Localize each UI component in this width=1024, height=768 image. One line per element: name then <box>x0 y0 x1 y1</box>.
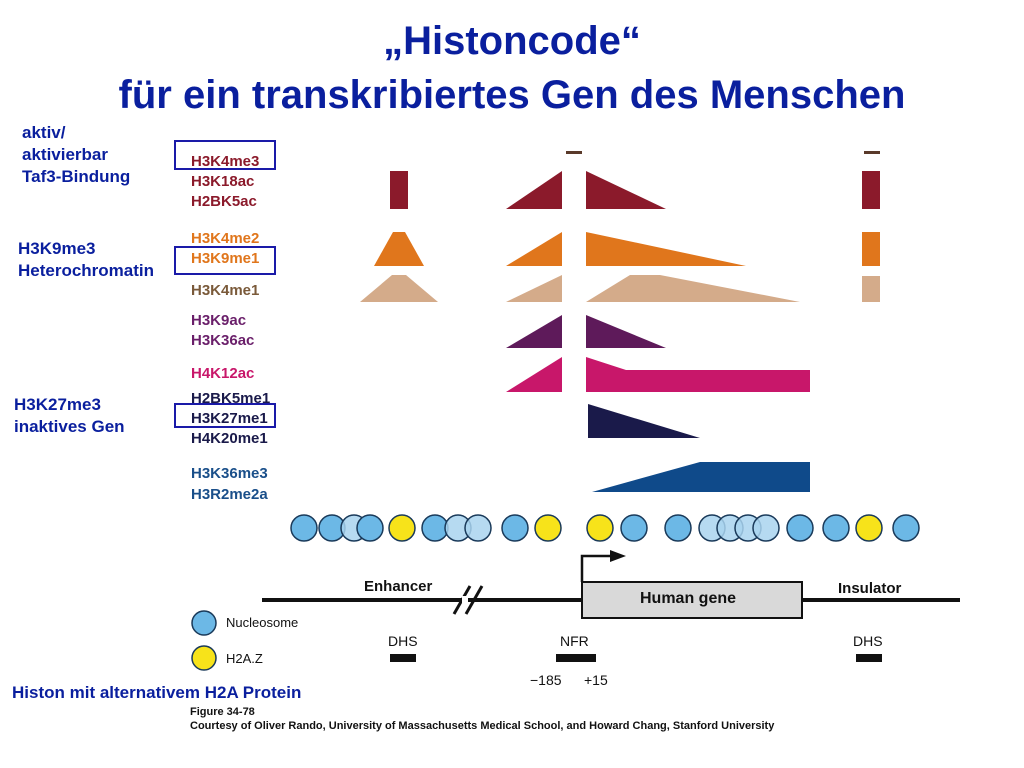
human-gene-box <box>581 581 803 619</box>
profile-h3k4me1-insulator <box>862 276 880 302</box>
dna-break-mark-2 <box>464 585 484 615</box>
histone-mark-label: H4K12ac <box>191 365 255 382</box>
nucleosome-circle <box>501 514 529 542</box>
nucleosome-circle <box>664 514 692 542</box>
dhs-right-label: DHS <box>853 633 883 649</box>
profile-h3k4me2-upstream <box>506 232 562 266</box>
nucleosome-circle <box>822 514 850 542</box>
profile-h3k4me3-insulator <box>862 171 880 209</box>
legend-h2az-icon <box>191 645 217 671</box>
position-plus-label: +15 <box>584 672 608 688</box>
enhancer-label: Enhancer <box>364 578 433 595</box>
nucleosome-circle <box>752 514 780 542</box>
histone-mark-label: H3K9ac <box>191 312 247 329</box>
nucleosome-circle <box>356 514 384 542</box>
profile-h3k4me1-downstream <box>586 275 800 302</box>
histone-mark-label: H3K4me1 <box>191 282 260 299</box>
profile-h4k12ac-downstream <box>586 357 810 392</box>
profile-h3k4me1-enhancer <box>360 275 438 302</box>
profile-h3k27me1-downstream <box>588 404 700 438</box>
dhs-left-label: DHS <box>388 633 418 649</box>
insulator-label: Insulator <box>838 580 902 597</box>
histone-mark-label: H2BK5me1 <box>191 390 271 407</box>
histone-mark-label: H3K9me1 <box>191 250 260 267</box>
anno-active-3: Taf3-Bindung <box>22 167 131 186</box>
h2az-circle <box>586 514 614 542</box>
profile-h3k9ac-downstream <box>586 315 666 348</box>
anno-h2a: Histon mit alternativem H2A Protein <box>12 683 302 702</box>
nucleosome-row <box>290 514 920 542</box>
anno-h3k27-1: H3K27me3 <box>14 395 101 414</box>
anno-h3k9-1: H3K9me3 <box>18 239 96 258</box>
courtesy-credit: Courtesy of Oliver Rando, University of … <box>190 720 775 732</box>
profile-h3k4me2-enhancer <box>374 232 424 266</box>
dhs-left-bar <box>390 654 416 662</box>
tss-arrow <box>580 554 612 582</box>
profile-h3k4me2-insulator <box>862 232 880 266</box>
histone-mark-label: H3K4me3 <box>191 153 260 170</box>
tick-dash-tss <box>566 151 582 154</box>
highlight-box-h3k4me3 <box>174 140 276 170</box>
profile-h4k12ac-upstream <box>506 357 562 392</box>
nucleosome-circle <box>421 514 449 542</box>
h2az-circle <box>388 514 416 542</box>
anno-active-2: aktivierbar <box>22 145 108 164</box>
profile-h3k4me2-downstream <box>586 232 746 266</box>
legend-nucleosome-icon <box>191 610 217 636</box>
nucleosome-circle <box>620 514 648 542</box>
profile-h3k4me1-upstream <box>506 275 562 302</box>
legend-h2az-label: H2A.Z <box>226 651 263 666</box>
anno-h3k9-2: Heterochromatin <box>18 261 155 280</box>
histone-mark-label: H3K36ac <box>191 332 255 349</box>
figure-number: Figure 34-78 <box>190 706 255 718</box>
histone-mark-label: H3K4me2 <box>191 230 260 247</box>
histone-mark-label: H3K27me1 <box>191 410 268 427</box>
highlight-box-h3k9me1 <box>174 246 276 275</box>
histone-mark-label: H4K20me1 <box>191 430 268 447</box>
legend-nucleosome-label: Nucleosome <box>226 615 299 630</box>
profile-h3k36me3-downstream <box>592 462 810 492</box>
title-line-2: für ein transkribiertes Gen des Menschen <box>118 73 906 117</box>
dhs-right-bar <box>856 654 882 662</box>
profile-h3k9ac-upstream <box>506 315 562 348</box>
nucleosome-circle <box>464 514 492 542</box>
profile-h3k4me3-enhancer <box>390 171 408 209</box>
highlight-box-h3k27me1 <box>174 403 276 428</box>
h2az-circle <box>855 514 883 542</box>
anno-h3k27-2: inaktives Gen <box>14 417 125 436</box>
histone-mark-label: H3K18ac <box>191 173 255 190</box>
nfr-label: NFR <box>560 633 589 649</box>
profile-h3k4me3-upstream <box>506 171 562 209</box>
nucleosome-circle <box>786 514 814 542</box>
nucleosome-circle <box>892 514 920 542</box>
profile-h3k4me3-downstream <box>586 171 666 209</box>
nucleosome-circle <box>290 514 318 542</box>
dna-break-gap <box>462 596 468 604</box>
nfr-bar <box>556 654 596 662</box>
anno-active-1: aktiv/ <box>22 123 66 142</box>
human-gene-label: Human gene <box>640 590 737 607</box>
h2az-circle <box>534 514 562 542</box>
title-line-1: „Histoncode“ <box>383 19 641 63</box>
histone-mark-label: H2BK5ac <box>191 193 257 210</box>
tick-dash-insulator <box>864 151 880 154</box>
position-minus-label: −185 <box>530 672 562 688</box>
histone-mark-label: H3K36me3 <box>191 465 268 482</box>
histone-mark-label: H3R2me2a <box>191 486 268 503</box>
tss-arrowhead <box>610 550 626 562</box>
